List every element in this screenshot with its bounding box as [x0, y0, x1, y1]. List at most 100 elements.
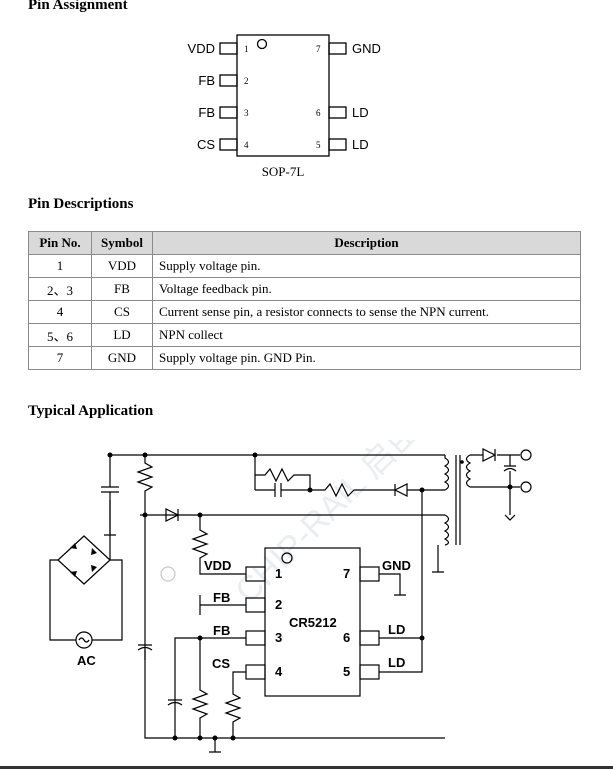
pin1-marker: [256, 38, 268, 50]
cs-label: CS: [212, 656, 230, 671]
bottom-rail: [144, 650, 445, 739]
snubber-rc: [254, 455, 311, 497]
cell-symbol: CS: [91, 300, 153, 324]
ac-label: AC: [77, 653, 96, 668]
junction-dot: [197, 735, 203, 741]
chip-name: CR5212: [289, 615, 337, 630]
ic-pin-number-3: 3: [275, 630, 282, 645]
cell-description: NPN collect: [152, 323, 581, 347]
cell-description: Current sense pin, a resistor connects t…: [152, 300, 581, 324]
watermark: CHIP-RAIL 启臣微电子: [228, 440, 500, 611]
junction-dot: [197, 512, 203, 518]
clamp-diode: [393, 483, 422, 497]
junction-dot: [507, 484, 513, 490]
package-label: SOP-7L: [262, 164, 305, 179]
ic-package-outline: [236, 34, 330, 157]
pin-number-3: 3: [244, 108, 249, 118]
ic-pin-1: [245, 566, 266, 582]
cell-pin-no: 5、6: [28, 323, 92, 347]
header-pin-no: Pin No.: [28, 231, 92, 255]
bridge-diode-arrows: [70, 543, 97, 577]
pin-name-3: FB: [198, 105, 215, 120]
input-capacitor: [101, 455, 119, 536]
junction-dot: [419, 487, 425, 493]
ic-pin-3: [245, 630, 266, 646]
pin-number-6: 6: [316, 108, 321, 118]
fb-label-1: FB: [213, 590, 230, 605]
ld-label-2: LD: [388, 655, 405, 670]
header-symbol: Symbol: [91, 231, 153, 255]
pin-descriptions-heading: Pin Descriptions: [28, 196, 134, 212]
ic-pin-6: [359, 630, 380, 646]
vdd-label: VDD: [204, 558, 231, 573]
table-row: 4 CS Current sense pin, a resistor conne…: [28, 300, 581, 324]
ic-body: [264, 547, 361, 697]
transformer-primary: [443, 455, 450, 491]
pin-name-2: FB: [198, 73, 215, 88]
ac-input-wires: [49, 559, 123, 641]
junction-dot: [142, 452, 148, 458]
output-diode: [482, 448, 497, 462]
cell-symbol: FB: [91, 277, 153, 301]
output-terminal-pos: [520, 449, 532, 461]
junction-dot: [107, 452, 113, 458]
junction-dot: [142, 512, 148, 518]
cell-symbol: VDD: [91, 254, 153, 278]
transformer-secondary: [465, 454, 472, 488]
junction-dot: [307, 487, 313, 493]
pin-stub-6: [328, 106, 347, 119]
ic-pin-7: [359, 566, 380, 582]
transformer-core: [455, 455, 461, 545]
pin-descriptions-table: Pin No. Symbol Description 1 VDD Supply …: [28, 231, 581, 370]
pin-number-4: 4: [244, 140, 249, 150]
ic-pin-4: [245, 664, 266, 680]
cell-pin-no: 1: [28, 254, 92, 278]
registered-mark: [160, 566, 176, 582]
ic-pin-number-7: 7: [343, 566, 350, 581]
pin-name-7: GND: [352, 41, 381, 56]
ic-pin-number-5: 5: [343, 664, 350, 679]
pin-assignment-heading: Pin Assignment: [28, 0, 128, 13]
pin-stub-7: [328, 42, 347, 55]
header-description: Description: [152, 231, 581, 255]
ic-pin-number-6: 6: [343, 630, 350, 645]
winding-dot: [460, 460, 464, 464]
table-header-row: Pin No. Symbol Description: [28, 231, 581, 255]
pin-name-5: LD: [352, 137, 369, 152]
cell-description: Voltage feedback pin.: [152, 277, 581, 301]
table-row: 2、3 FB Voltage feedback pin.: [28, 277, 581, 301]
ic-pin-number-4: 4: [275, 664, 283, 679]
cell-symbol: GND: [91, 346, 153, 370]
ic-pin-number-1: 1: [275, 566, 282, 581]
ic-pin1-marker: [281, 552, 293, 564]
cs-resistor: [224, 671, 246, 738]
fb-wire-1: [199, 595, 246, 615]
junction-dot: [419, 635, 425, 641]
output-terminal-neg: [520, 481, 532, 493]
ld-wires: [379, 637, 423, 673]
aux-wires: [140, 514, 445, 573]
clamp-resistor: [310, 482, 395, 498]
table-row: 7 GND Supply voltage pin. GND Pin.: [28, 346, 581, 370]
junction-dot: [252, 452, 258, 458]
cell-pin-no: 4: [28, 300, 92, 324]
filter-capacitor: [137, 644, 153, 651]
ac-sine-icon: [78, 637, 90, 643]
typical-application-heading: Typical Application: [28, 403, 154, 419]
pin-number-2: 2: [244, 76, 249, 86]
ld-label-1: LD: [388, 622, 405, 637]
pin-number-5: 5: [316, 140, 321, 150]
pin-name-4: CS: [197, 137, 215, 152]
bridge-rectifier: [57, 535, 111, 585]
pin-stub-1: [219, 42, 238, 55]
pin-name-6: LD: [352, 105, 369, 120]
pin-stub-5: [328, 138, 347, 151]
watermark-text: CHIP-RAIL 启臣微电子: [228, 440, 500, 611]
junction-dot: [197, 635, 203, 641]
aux-diode: [165, 508, 180, 522]
cell-pin-no: 2、3: [28, 277, 92, 301]
cell-description: Supply voltage pin. GND Pin.: [152, 346, 581, 370]
cell-description: Supply voltage pin.: [152, 254, 581, 278]
startup-resistor: [136, 455, 154, 660]
ic-pin-5: [359, 664, 380, 680]
